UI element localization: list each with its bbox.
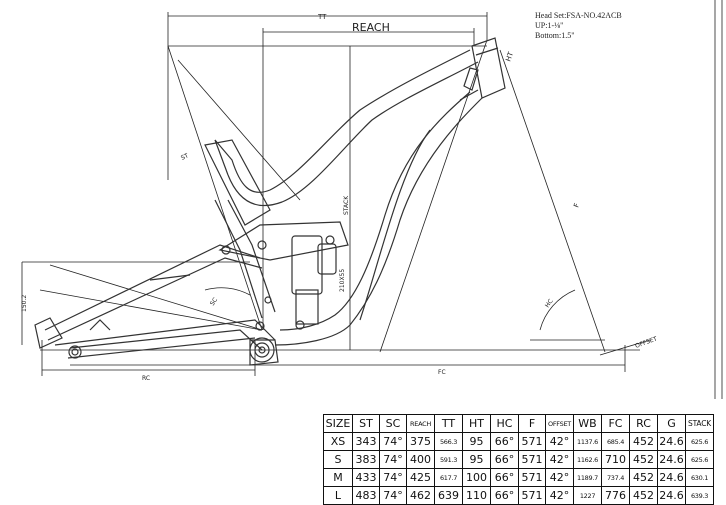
- table-row: XS 343 74° 375 566.3 95 66° 571 42° 1137…: [323, 432, 714, 451]
- table-cell: 100: [462, 468, 491, 487]
- table-cell: 710: [601, 450, 630, 469]
- table-cell: 24.6: [657, 450, 686, 469]
- table-cell: 375: [406, 432, 435, 451]
- table-cell: 591.3: [434, 450, 463, 469]
- table-cell: 630.1: [685, 468, 714, 487]
- geometry-table: SIZE ST SC REACH TT HT HC F OFFSET WB FC…: [323, 414, 714, 505]
- stack-label: STACK: [343, 195, 350, 215]
- table-cell: 433: [352, 468, 380, 487]
- table-cell: 66°: [490, 450, 519, 469]
- headset-notes: Head Set:FSA-NO.42ACB UP:1-⅛" Bottom:1.5…: [535, 11, 622, 41]
- table-cell: 571: [518, 450, 546, 469]
- table-cell: 639.3: [685, 486, 714, 505]
- col-ht: HT: [462, 414, 491, 433]
- rc-label: RC: [142, 375, 150, 382]
- table-cell: 1162.6: [573, 450, 602, 469]
- table-cell: 639: [434, 486, 463, 505]
- table-cell: 24.6: [657, 432, 686, 451]
- sc-label: SC: [209, 297, 219, 308]
- fc-label: FC: [438, 369, 446, 376]
- table-cell: 66°: [490, 432, 519, 451]
- table-cell: 66°: [490, 486, 519, 505]
- table-cell: 571: [518, 486, 546, 505]
- table-cell: 24.6: [657, 468, 686, 487]
- table-cell: 66°: [490, 468, 519, 487]
- table-cell: 452: [629, 432, 658, 451]
- table-cell: 462: [406, 486, 435, 505]
- col-hc: HC: [490, 414, 519, 433]
- col-stack: STACK: [685, 414, 714, 433]
- hc-label: HC: [544, 298, 555, 309]
- table-cell: 617.7: [434, 468, 463, 487]
- table-cell: 625.6: [685, 432, 714, 451]
- table-cell: 42°: [545, 450, 574, 469]
- table-cell: 95: [462, 432, 491, 451]
- bb-drop-label: 150.2: [21, 295, 28, 312]
- dimension-lines: [21, 0, 723, 399]
- shock-size-label: 210X55: [339, 269, 346, 292]
- col-st: ST: [352, 414, 380, 433]
- table-row: M 433 74° 425 617.7 100 66° 571 42° 1189…: [323, 468, 714, 487]
- tt-label: TT: [317, 13, 327, 21]
- col-sc: SC: [379, 414, 407, 433]
- col-offset: OFFSET: [545, 414, 574, 433]
- col-fc: FC: [601, 414, 630, 433]
- table-cell: 685.4: [601, 432, 630, 451]
- table-row: L 483 74° 462 639 110 66° 571 42° 1227 7…: [323, 486, 714, 505]
- table-cell: 74°: [379, 486, 407, 505]
- table-cell: 42°: [545, 486, 574, 505]
- table-cell: 483: [352, 486, 380, 505]
- col-f: F: [518, 414, 546, 433]
- table-cell: 1227: [573, 486, 602, 505]
- headset-lower: Bottom:1.5": [535, 31, 575, 40]
- table-cell: 42°: [545, 432, 574, 451]
- table-cell: 42°: [545, 468, 574, 487]
- table-cell: 74°: [379, 450, 407, 469]
- offset-label: OFFSET: [634, 335, 658, 349]
- table-cell: 452: [629, 486, 658, 505]
- col-rc: RC: [629, 414, 658, 433]
- table-cell: 383: [352, 450, 380, 469]
- frame-outline: [34, 37, 506, 366]
- table-cell: 776: [601, 486, 630, 505]
- table-cell: 566.3: [434, 432, 463, 451]
- table-cell: 1189.7: [573, 468, 602, 487]
- reach-label: REACH: [352, 21, 390, 34]
- f-label: F: [572, 202, 581, 209]
- table-header-row: SIZE ST SC REACH TT HT HC F OFFSET WB FC…: [323, 414, 714, 433]
- col-size: SIZE: [323, 414, 353, 433]
- table-cell: 24.6: [657, 486, 686, 505]
- col-tt: TT: [434, 414, 463, 433]
- headset-upper: UP:1-⅛": [535, 21, 564, 30]
- st-label: ST: [180, 152, 190, 162]
- table-cell: 74°: [379, 432, 407, 451]
- table-cell: 452: [629, 450, 658, 469]
- table-cell: 400: [406, 450, 435, 469]
- table-cell: 425: [406, 468, 435, 487]
- table-cell: XS: [323, 432, 353, 451]
- table-cell: 571: [518, 432, 546, 451]
- table-cell: 95: [462, 450, 491, 469]
- ht-label: HT: [504, 50, 515, 62]
- table-cell: 110: [462, 486, 491, 505]
- table-cell: 1137.6: [573, 432, 602, 451]
- col-reach: REACH: [406, 414, 435, 433]
- table-cell: 737.4: [601, 468, 630, 487]
- table-cell: M: [323, 468, 353, 487]
- table-row: S 383 74° 400 591.3 95 66° 571 42° 1162.…: [323, 450, 714, 469]
- col-g: G: [657, 414, 686, 433]
- table-cell: L: [323, 486, 353, 505]
- table-cell: 74°: [379, 468, 407, 487]
- table-cell: S: [323, 450, 353, 469]
- col-wb: WB: [573, 414, 602, 433]
- table-cell: 452: [629, 468, 658, 487]
- table-cell: 571: [518, 468, 546, 487]
- headset-model: Head Set:FSA-NO.42ACB: [535, 11, 622, 20]
- table-cell: 625.6: [685, 450, 714, 469]
- table-cell: 343: [352, 432, 380, 451]
